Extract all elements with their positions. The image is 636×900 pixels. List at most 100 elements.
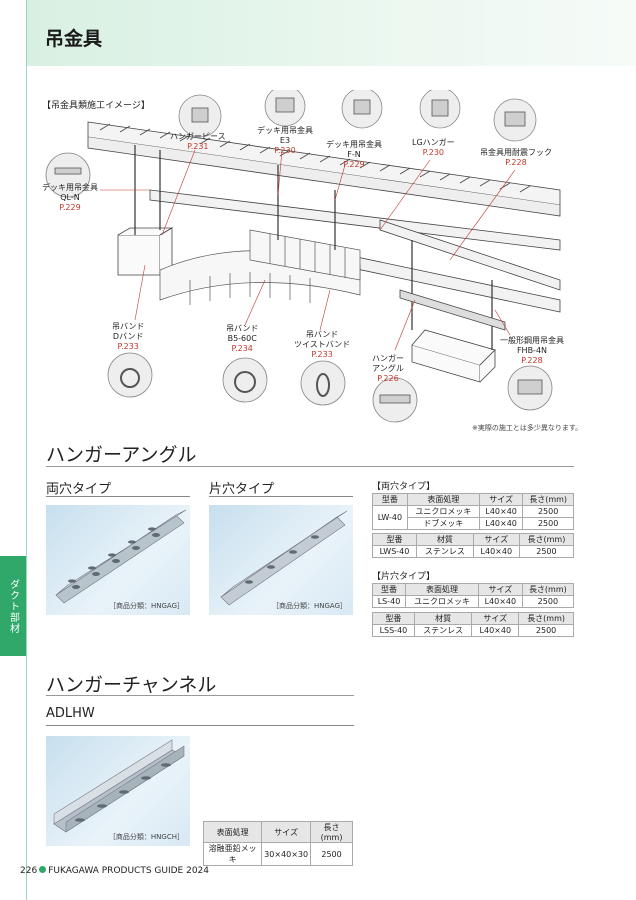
subtitle-double-hole: 両穴タイプ: [46, 482, 112, 497]
table-row: LWS-40 ステンレス L40×40 2500: [372, 545, 575, 558]
page-title: 吊金具: [45, 28, 103, 50]
table-row: LW-40 ユニクロメッキ L40×40 2500: [372, 505, 574, 530]
cell-length: 2500: [518, 545, 575, 558]
subtitle-divider: [209, 496, 353, 497]
flexible-duct: [159, 229, 361, 305]
table-header-row: 型番 材質 サイズ 長さ(mm): [372, 533, 575, 546]
label-name: LGハンガー: [412, 138, 455, 147]
left-rule: [26, 0, 27, 900]
label-name: 吊バンド Dバンド: [112, 322, 145, 341]
hanger-angle-member: [399, 289, 506, 331]
side-tab-duct-parts[interactable]: ダクト部材: [0, 556, 26, 656]
col-length: 長さ(mm): [522, 493, 574, 506]
detail-insets: [45, 90, 553, 423]
photo-hanger-channel: ［商品分類：HNGCH］: [46, 736, 190, 846]
col-length: 長さ(mm): [521, 583, 575, 596]
cell-finish: ドブメッキ: [406, 517, 481, 530]
inset-details: [54, 97, 543, 404]
col-size: サイズ: [478, 583, 523, 596]
cell-material: ステンレス: [415, 545, 474, 558]
cell-length: 2500: [518, 624, 574, 637]
label-name: デッキ用吊金具 F-N: [326, 140, 382, 159]
table-header-row: 表面処理 サイズ 長さ(mm): [202, 821, 353, 843]
label-name: 吊金具用耐震フック: [480, 148, 552, 157]
page-footer: 226 FUKAGAWA PRODUCTS GUIDE 2024: [20, 866, 209, 876]
product-class-code: ［商品分類：HNGAG］: [108, 602, 184, 610]
photo-single-hole-angle: ［商品分類：HNGAG］: [209, 505, 353, 615]
table-row: 溶融亜鉛メッキ 30×40×30 2500: [202, 842, 353, 866]
cell-length: 2500: [522, 517, 574, 530]
label-page-ref: P.230: [274, 146, 296, 155]
cell-size: L40×40: [472, 545, 520, 558]
product-class-code: ［商品分類：HNGCH］: [108, 833, 184, 841]
cell-finish: ユニクロメッキ: [405, 595, 480, 608]
col-material: 材質: [413, 612, 473, 625]
table-row: ドブメッキ L40×40 2500: [373, 517, 574, 530]
subtitle-divider: [46, 496, 190, 497]
col-size: サイズ: [479, 493, 524, 506]
subtitle-single-hole: 片穴タイプ: [209, 482, 275, 497]
table-header-row: 型番 表面処理 サイズ 長さ(mm): [372, 493, 574, 506]
label-page-ref: P.230: [422, 148, 445, 157]
table-lws-40: 型番 材質 サイズ 長さ(mm) LWS-40 ステンレス L40×40 250…: [372, 533, 575, 558]
table-lss-40: 型番 材質 サイズ 長さ(mm) LSS-40 ステンレス L40×40 250…: [372, 612, 574, 637]
label-page-ref: P.226: [377, 374, 399, 383]
label-name: デッキ用吊金具 E3: [257, 126, 313, 145]
cell-size: L40×40: [479, 505, 524, 518]
cell-model: LW-40: [372, 505, 408, 530]
col-model: 型番: [372, 612, 415, 625]
cell-size: L40×40: [478, 595, 523, 608]
table-header-row: 型番 材質 サイズ 長さ(mm): [372, 612, 574, 625]
label-page-ref: P.233: [311, 350, 333, 359]
photo-double-hole-angle: ［商品分類：HNGAG］: [46, 505, 190, 615]
cell-material: ステンレス: [413, 624, 473, 637]
rectangular-duct: [411, 329, 496, 383]
table-title-single-hole: 【片穴タイプ】: [372, 572, 436, 582]
table-header-row: 型番 表面処理 サイズ 長さ(mm): [371, 583, 575, 596]
diagram-note: ※実際の施工とは多少異なります。: [472, 424, 583, 432]
product-class-code: ［商品分類：HNGAG］: [271, 602, 347, 610]
table-row: LSS-40 ステンレス L40×40 2500: [372, 624, 574, 637]
page-header: 吊金具: [27, 0, 636, 66]
steel-beams: [149, 189, 561, 313]
cell-length: 2500: [521, 595, 575, 608]
label-page-ref: P.231: [187, 142, 209, 151]
col-model: 型番: [371, 583, 407, 596]
label-name: 吊バンド B5-60C: [226, 324, 259, 343]
guide-title: FUKAGAWA PRODUCTS GUIDE 2024: [48, 866, 209, 876]
label-page-ref: P.228: [521, 356, 543, 365]
cell-length: 2500: [522, 505, 574, 518]
green-dot-icon: [39, 866, 47, 873]
label-page-ref: P.233: [117, 342, 139, 351]
cell-model: LSS-40: [372, 624, 415, 637]
cell-size: L40×40: [471, 624, 520, 637]
label-page-ref: P.234: [231, 344, 253, 353]
table-row: LS-40 ユニクロメッキ L40×40 2500: [371, 595, 575, 608]
page-number: 226: [20, 866, 38, 876]
col-size: サイズ: [471, 612, 520, 625]
col-finish: 表面処理: [406, 493, 481, 506]
subtitle-adlhw: ADLHW: [46, 706, 95, 721]
ceiling-deck: [87, 121, 561, 217]
label-name: デッキ用吊金具 QL-N: [42, 183, 98, 202]
cell-size: L40×40: [479, 517, 524, 530]
label-page-ref: P.229: [343, 160, 365, 169]
label-name: 吊バンド ツイストバンド: [294, 330, 351, 349]
angle-single-hole-illustration: [220, 510, 348, 606]
section-title-hanger-angle: ハンガーアングル: [46, 444, 197, 466]
diagram-title: 【吊金具類施工イメージ】: [42, 101, 150, 111]
installation-diagram: [45, 90, 561, 423]
subtitle-divider: [46, 725, 354, 726]
cell-length: 2500: [310, 842, 353, 866]
col-model: 型番: [372, 493, 408, 506]
cell-model: LS-40: [371, 595, 407, 608]
